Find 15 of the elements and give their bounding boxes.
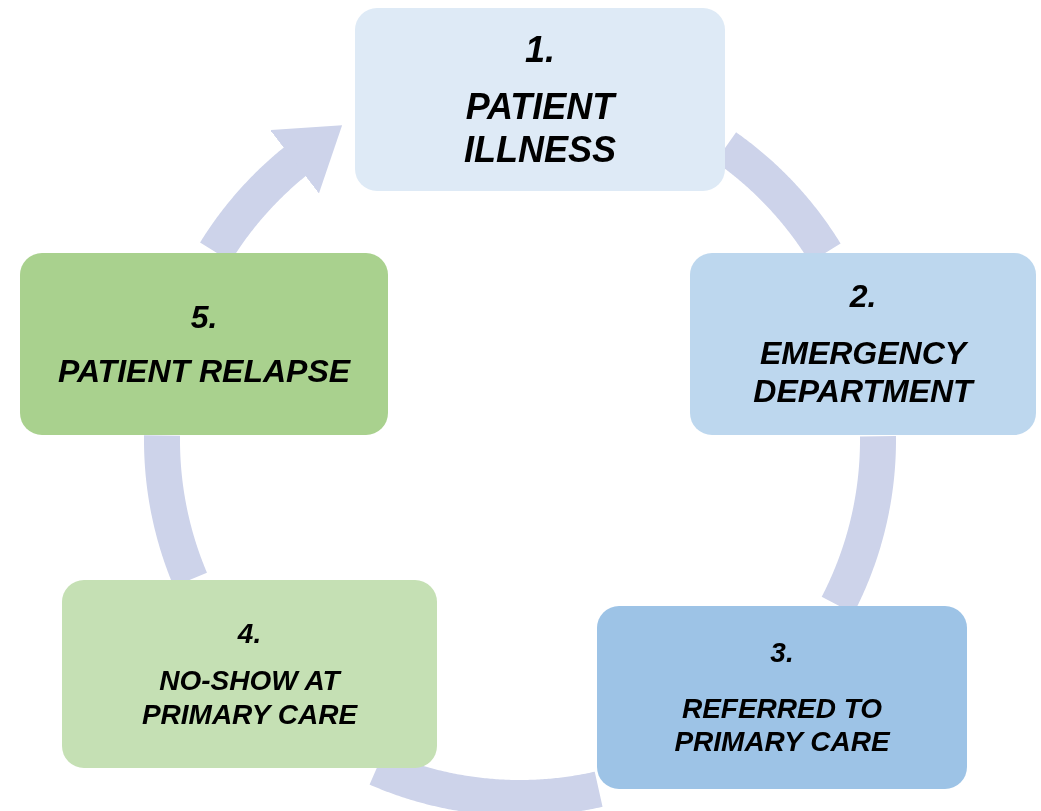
- step-number: 1.: [525, 27, 555, 71]
- step-label: PATIENT RELAPSE: [57, 352, 351, 391]
- step-number: 4.: [237, 616, 262, 651]
- step-label: EMERGENCY DEPARTMENT: [752, 333, 976, 411]
- step-box: [62, 580, 437, 768]
- step-label: REFERRED TO PRIMARY CARE: [673, 691, 892, 759]
- step-box: [20, 253, 388, 435]
- step-number: 5.: [190, 297, 218, 336]
- step-label: NO-SHOW AT PRIMARY CARE: [140, 664, 359, 732]
- step-box: [597, 606, 967, 789]
- step-label: PATIENT ILLNESS: [463, 84, 618, 172]
- step-box: [690, 253, 1036, 435]
- step-number: 3.: [770, 636, 794, 670]
- step-box: [355, 8, 725, 191]
- step-number: 2.: [849, 277, 877, 316]
